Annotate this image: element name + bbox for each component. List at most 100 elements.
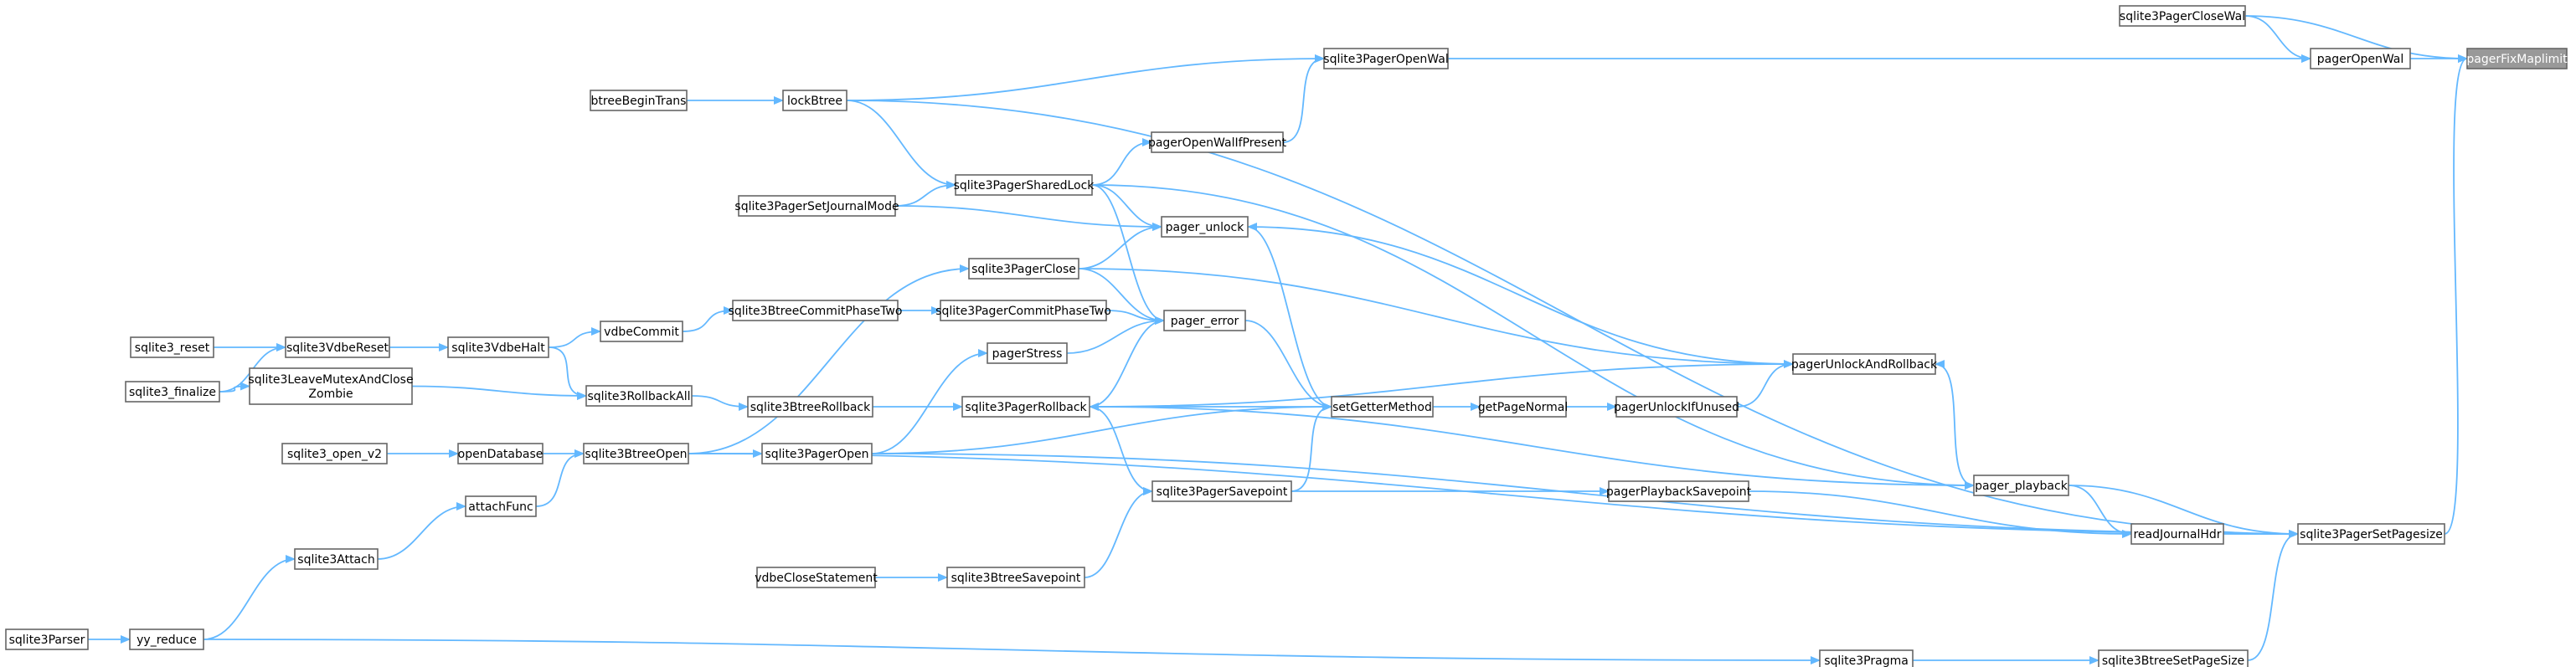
node-box-pagerStress <box>987 342 1068 364</box>
node-sqlite3_open_v2[interactable]: sqlite3_open_v2 <box>281 443 388 464</box>
node-yy_reduce[interactable]: yy_reduce <box>129 629 204 650</box>
node-pagerUnlockIfUnused[interactable]: pagerUnlockIfUnused <box>1614 396 1739 418</box>
node-sqlite3VdbeReset[interactable]: sqlite3VdbeReset <box>285 336 390 358</box>
node-sqlite3_finalize[interactable]: sqlite3_finalize <box>125 381 220 403</box>
node-pagerFixMaplimit[interactable]: pagerFixMaplimit <box>2466 48 2568 69</box>
node-label-pagerPlaybackSavepoint: pagerPlaybackSavepoint <box>1606 485 1752 499</box>
edge-pagerUnlockAndRollback-to-sqlite3PagerRollback <box>1089 363 1794 411</box>
node-label-yy_reduce: yy_reduce <box>137 634 197 647</box>
node-label-sqlite3BtreeRollback: sqlite3BtreeRollback <box>750 401 871 414</box>
node-box-lockBtree <box>782 90 848 111</box>
node-sqlite3Attach[interactable]: sqlite3Attach <box>294 548 379 570</box>
node-sqlite3BtreeRollback[interactable]: sqlite3BtreeRollback <box>747 396 873 418</box>
node-pagerUnlockAndRollback[interactable]: pagerUnlockAndRollback <box>1791 353 1938 375</box>
node-pagerOpenWalIfPresent[interactable]: pagerOpenWalIfPresent <box>1148 131 1287 153</box>
node-sqlite3BtreeSavepoint[interactable]: sqlite3BtreeSavepoint <box>946 567 1085 588</box>
edge-sqlite3PagerClose-to-pager_error <box>1078 268 1165 325</box>
node-sqlite3PagerOpen[interactable]: sqlite3PagerOpen <box>761 443 873 464</box>
node-pagerOpenWal[interactable]: pagerOpenWal <box>2310 48 2411 69</box>
node-readJournalHdr[interactable]: readJournalHdr <box>2130 523 2224 545</box>
edge-pagerPlaybackSavepoint-to-readJournalHdr <box>1748 490 2132 538</box>
node-lockBtree[interactable]: lockBtree <box>782 90 848 111</box>
node-sqlite3PagerSetPagesize[interactable]: sqlite3PagerSetPagesize <box>2297 523 2445 545</box>
node-pagerPlaybackSavepoint[interactable]: pagerPlaybackSavepoint <box>1606 480 1752 502</box>
node-box-sqlite3Parser <box>5 629 89 650</box>
node-getPageNormal[interactable]: getPageNormal <box>1478 396 1569 418</box>
edge-sqlite3BtreeSetPageSize-to-sqlite3PagerSetPagesize <box>2247 530 2299 661</box>
node-sqlite3_reset[interactable]: sqlite3_reset <box>130 336 214 358</box>
node-sqlite3RollbackAll[interactable]: sqlite3RollbackAll <box>585 385 693 407</box>
node-sqlite3PagerOpenWal[interactable]: sqlite3PagerOpenWal <box>1323 48 1449 69</box>
node-label-pagerStress: pagerStress <box>992 347 1063 361</box>
edge-sqlite3PagerSetPagesize-to-pagerFixMaplimit <box>2444 54 2468 535</box>
node-box-sqlite3PagerOpenWal <box>1323 48 1449 69</box>
node-label-sqlite3PagerSetJournalMode: sqlite3PagerSetJournalMode <box>734 200 899 213</box>
edge-vdbeCommit-to-sqlite3BtreeCommitPhaseTwo <box>682 306 734 332</box>
node-label-sqlite3PagerClose: sqlite3PagerClose <box>971 263 1076 276</box>
edge-sqlite3PagerSavepoint-to-setGetterMethod <box>1291 403 1332 492</box>
node-box-sqlite3PagerClose <box>968 258 1079 280</box>
node-box-pagerFixMaplimit <box>2466 48 2568 69</box>
node-box-getPageNormal <box>1479 396 1567 418</box>
node-vdbeCloseStatement[interactable]: vdbeCloseStatement <box>755 567 878 588</box>
edge-sqlite3VdbeHalt-to-vdbeCommit <box>548 327 601 348</box>
node-label-pagerOpenWalIfPresent: pagerOpenWalIfPresent <box>1148 136 1287 150</box>
node-box-sqlite3PagerSetJournalMode <box>738 195 896 217</box>
edge-sqlite3PagerRollback-to-sqlite3PagerSavepoint <box>1089 406 1153 495</box>
node-box-setGetterMethod <box>1331 396 1434 418</box>
edge-sqlite3BtreeSavepoint-to-sqlite3PagerSavepoint <box>1084 487 1153 578</box>
node-box-pager_playback <box>1973 475 2069 496</box>
node-box-sqlite3Pragma <box>1819 649 1914 667</box>
node-box-sqlite3Attach <box>294 548 379 570</box>
node-box-sqlite3PagerRollback <box>961 396 1090 418</box>
node-label-sqlite3VdbeHalt: sqlite3VdbeHalt <box>451 341 545 355</box>
edge-pager_error-to-setGetterMethod <box>1244 320 1332 411</box>
node-box-openDatabase <box>457 443 544 464</box>
node-vdbeCommit[interactable]: vdbeCommit <box>600 321 683 342</box>
node-pager_error[interactable]: pager_error <box>1163 310 1246 331</box>
node-label-vdbeCommit: vdbeCommit <box>604 326 679 339</box>
node-sqlite3VdbeHalt[interactable]: sqlite3VdbeHalt <box>447 336 549 358</box>
node-box-sqlite3BtreeSetPageSize <box>2098 649 2249 667</box>
node-label-pagerUnlockAndRollback: pagerUnlockAndRollback <box>1791 358 1938 372</box>
node-box-pager_unlock <box>1161 216 1249 238</box>
edge-sqlite3PagerClose-to-pager_unlock <box>1078 223 1162 269</box>
node-box-pagerPlaybackSavepoint <box>1608 480 1749 502</box>
node-label-sqlite3LeaveMutexAndCloseZombie: sqlite3LeaveMutexAndClose <box>248 373 413 387</box>
node-sqlite3PagerSavepoint[interactable]: sqlite3PagerSavepoint <box>1151 480 1292 502</box>
edge-sqlite3RollbackAll-to-sqlite3BtreeRollback <box>691 395 749 411</box>
node-label-btreeBeginTrans: btreeBeginTrans <box>591 95 687 108</box>
node-label-sqlite3RollbackAll: sqlite3RollbackAll <box>587 390 690 403</box>
node-pager_playback[interactable]: pager_playback <box>1973 475 2069 496</box>
node-sqlite3BtreeSetPageSize[interactable]: sqlite3BtreeSetPageSize <box>2098 649 2249 667</box>
node-sqlite3BtreeCommitPhaseTwo[interactable]: sqlite3BtreeCommitPhaseTwo <box>729 300 903 321</box>
node-pager_unlock[interactable]: pager_unlock <box>1161 216 1249 238</box>
node-label-pager_unlock: pager_unlock <box>1166 221 1245 234</box>
node-sqlite3PagerSetJournalMode[interactable]: sqlite3PagerSetJournalMode <box>734 195 899 217</box>
node-attachFunc[interactable]: attachFunc <box>465 495 537 517</box>
node-box-sqlite3RollbackAll <box>585 385 693 407</box>
node-sqlite3PagerRollback[interactable]: sqlite3PagerRollback <box>961 396 1090 418</box>
node-sqlite3Pragma[interactable]: sqlite3Pragma <box>1819 649 1914 667</box>
node-sqlite3PagerCommitPhaseTwo[interactable]: sqlite3PagerCommitPhaseTwo <box>935 300 1111 321</box>
node-openDatabase[interactable]: openDatabase <box>457 443 544 464</box>
node-pagerStress[interactable]: pagerStress <box>987 342 1068 364</box>
node-label-pagerOpenWal: pagerOpenWal <box>2317 53 2404 66</box>
node-sqlite3PagerCloseWal[interactable]: sqlite3PagerCloseWal <box>2119 5 2246 27</box>
node-sqlite3PagerClose[interactable]: sqlite3PagerClose <box>968 258 1079 280</box>
node-label-sqlite3PagerSavepoint: sqlite3PagerSavepoint <box>1157 485 1288 499</box>
node-sqlite3BtreeOpen[interactable]: sqlite3BtreeOpen <box>583 443 689 464</box>
node-label-sqlite3PagerRollback: sqlite3PagerRollback <box>965 401 1087 414</box>
node-label-sqlite3PagerOpen: sqlite3PagerOpen <box>765 448 868 461</box>
node-box-sqlite3PagerCommitPhaseTwo <box>940 300 1107 321</box>
node-label-setGetterMethod: setGetterMethod <box>1332 401 1432 414</box>
node-label-vdbeCloseStatement: vdbeCloseStatement <box>755 572 878 585</box>
node-sqlite3PagerSharedLock[interactable]: sqlite3PagerSharedLock <box>954 174 1095 196</box>
node-sqlite3Parser[interactable]: sqlite3Parser <box>5 629 89 650</box>
node-box-yy_reduce <box>129 629 204 650</box>
edge-sqlite3PagerOpen-to-setGetterMethod <box>871 403 1332 454</box>
node-btreeBeginTrans[interactable]: btreeBeginTrans <box>590 90 688 111</box>
node-setGetterMethod[interactable]: setGetterMethod <box>1331 396 1434 418</box>
